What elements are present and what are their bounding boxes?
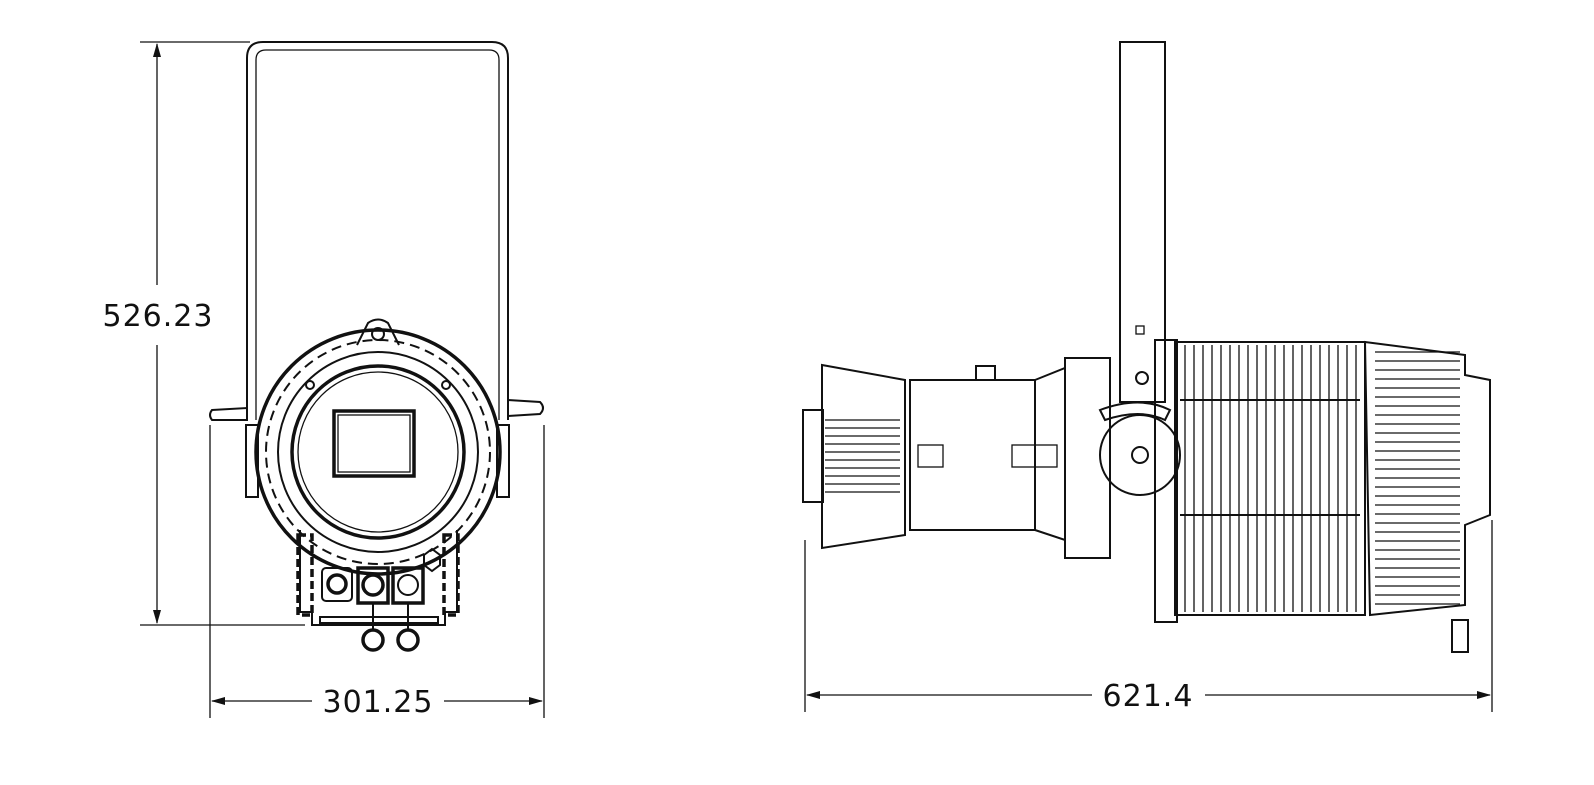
rear-cap (1363, 340, 1491, 617)
yoke-knob-right (507, 398, 544, 418)
heatsink (1174, 341, 1366, 616)
height-dimension-label: 526.23 (103, 299, 214, 334)
length-dimension-label: 621.4 (1103, 679, 1194, 714)
yoke-knob-left (209, 406, 248, 421)
display-screen (332, 409, 416, 478)
width-dimension-label: 301.25 (323, 685, 434, 720)
front-view (209, 41, 544, 652)
height-dimension: 526.23 (103, 41, 305, 626)
length-dimension: 621.4 (804, 520, 1493, 714)
connector-panel (299, 530, 458, 626)
power-connector (321, 567, 353, 602)
lens-barrel (909, 379, 1036, 531)
yoke-arm (1119, 41, 1166, 403)
width-dimension: 301.25 (209, 425, 545, 720)
lens-housing (254, 328, 502, 576)
side-view (802, 41, 1491, 653)
front-lens (821, 363, 906, 550)
yoke (246, 41, 509, 420)
yoke-pivot (1099, 414, 1181, 496)
